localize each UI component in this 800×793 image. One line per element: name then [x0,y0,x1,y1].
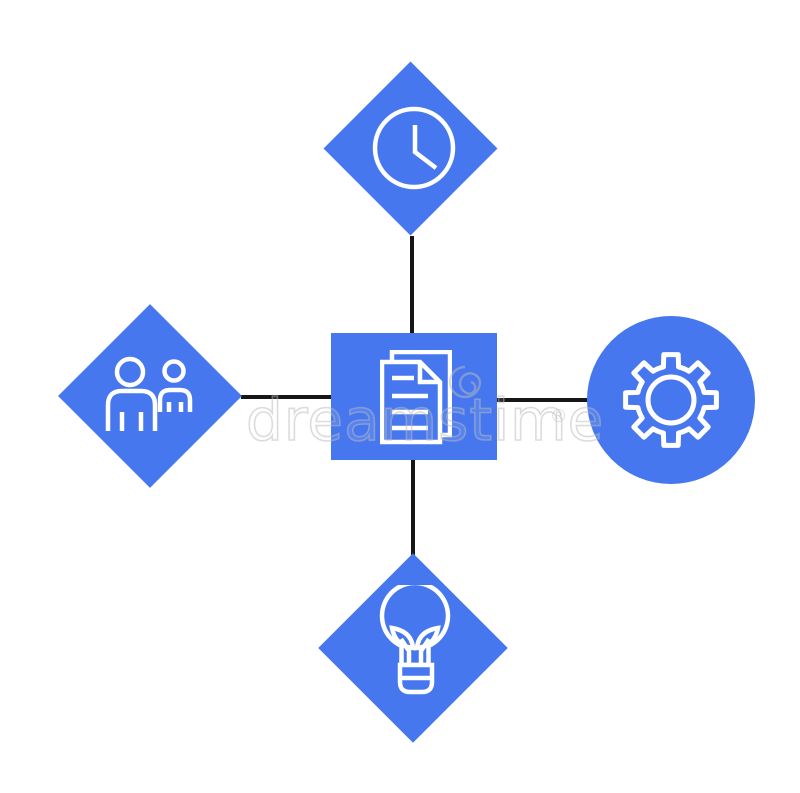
node-settings-circle [587,316,755,484]
gear-icon [583,312,759,488]
connector-center-left [241,395,332,399]
connector-center-right [496,398,588,402]
connector-center-bottom [411,459,415,555]
watermark-registered-icon: ® [552,406,566,426]
clock-icon [371,105,457,191]
connector-center-top [410,236,414,334]
lightbulb-icon [375,585,455,695]
documents-icon [380,350,452,446]
people-icon [100,352,200,435]
